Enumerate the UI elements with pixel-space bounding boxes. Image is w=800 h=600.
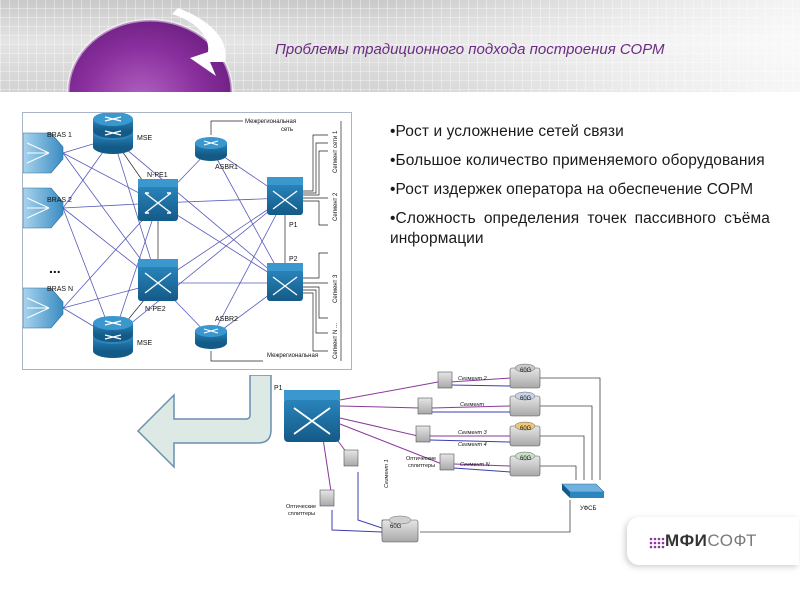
bullet-list: •Рост и усложнение сетей связи •Большое …	[390, 122, 770, 258]
bras-n-label: BRAS N	[47, 286, 73, 293]
bullet-item: •Большое количество применяемого оборудо…	[390, 152, 765, 169]
optical-splitters-2b-label: сплиттеры	[288, 511, 315, 517]
p2-label: P2	[289, 256, 298, 263]
device-60g-1-icon	[509, 363, 541, 389]
optical-splitters-1b-label: сплиттеры	[408, 463, 435, 469]
flow-arrow-icon	[136, 375, 272, 469]
p1-bottom-label: P1	[274, 385, 283, 392]
bras-1-label: BRAS 1	[47, 132, 72, 139]
network-diagram-top: BRAS 1 BRAS 2 BRAS N ... MSE MSE	[22, 112, 352, 370]
bottom-seg3-label: Сегмент 3	[458, 430, 488, 436]
segment-1-label: Сегмент сети 1	[333, 130, 339, 173]
mse-bottom-router-icon	[93, 316, 133, 358]
ellipsis-label: ...	[49, 260, 61, 276]
label-60g-4: 60G	[520, 456, 532, 462]
brand-dots-icon	[649, 537, 665, 549]
device-60g-3-icon	[509, 421, 541, 447]
bullet-item: •Рост и усложнение сетей связи	[390, 123, 624, 140]
npe2-label: N-PE2	[145, 306, 166, 313]
bras-1-icon	[22, 132, 64, 174]
device-60g-2-icon	[509, 391, 541, 417]
segment-3-label: Сегмент 3	[333, 274, 339, 303]
network-diagram-bottom: P1 60G 60G 60G 60	[270, 360, 610, 550]
asbr2-router-icon	[195, 325, 227, 349]
bras-2-icon	[22, 187, 64, 229]
segment-2-label: Сегмент 2	[333, 192, 339, 221]
bottom-seg4-label: Сегмент 4	[458, 442, 487, 448]
ufsb-switch-icon	[561, 483, 605, 498]
p1-label: P1	[289, 222, 298, 229]
brand-logo: МФИСОФТ	[665, 531, 757, 551]
slide-header: Проблемы традиционного подхода построени…	[0, 0, 800, 92]
brand-logo-part1: МФИ	[665, 531, 708, 550]
slide-title: Проблемы традиционного подхода построени…	[275, 41, 665, 58]
optical-splitters-2-label: Оптические	[286, 504, 316, 510]
device-60g-4-icon	[509, 451, 541, 477]
bras-n-icon	[22, 287, 64, 329]
npe2-switch-icon	[138, 259, 178, 301]
mse-bottom-label: MSE	[137, 340, 153, 347]
label-60g-2: 60G	[520, 396, 532, 402]
bras-2-label: BRAS 2	[47, 197, 72, 204]
segment-n-label: Сегмент N ...	[333, 323, 339, 359]
bottom-seg1-label: Сегмент 1	[384, 459, 390, 488]
bottom-seg-label: Сегмент	[460, 402, 485, 408]
asbr1-label: ASBR1	[215, 164, 238, 171]
p2-switch-icon	[267, 263, 303, 301]
label-60g-1: 60G	[520, 368, 532, 374]
mse-top-label: MSE	[137, 135, 153, 142]
label-60g-3: 60G	[520, 426, 532, 432]
p1-switch-icon	[284, 390, 340, 442]
label-60g-5: 60G	[390, 524, 402, 530]
interregional-bottom-label: Межрегиональная	[267, 353, 318, 359]
p1-switch-icon	[267, 177, 303, 215]
asbr2-label: ASBR2	[215, 316, 238, 323]
npe1-label: N-PE1	[147, 172, 168, 179]
interregional-top-label-2: сеть	[281, 127, 293, 133]
bullet-item: •Рост издержек оператора на обеспечение …	[390, 181, 754, 198]
optical-splitters-1-label: Оптические	[406, 456, 436, 462]
brand-logo-part2: СОФТ	[707, 531, 757, 550]
bullet-item: •Сложность определения точек пассивного …	[390, 210, 770, 247]
header-fade	[380, 0, 800, 92]
bottom-seg2-label: Сегмент 2	[458, 376, 487, 382]
mse-top-router-icon	[93, 112, 133, 154]
arrow-logo-icon	[66, 8, 234, 92]
bottom-segn-label: Сегмент N	[460, 462, 490, 468]
brand-badge: МФИСОФТ	[627, 517, 799, 565]
npe1-switch-icon	[138, 179, 178, 221]
interregional-top-label: Межрегиональная	[245, 119, 296, 125]
device-60g-5-icon	[381, 515, 419, 543]
ufsb-label: УФСБ	[580, 506, 597, 512]
asbr1-router-icon	[195, 137, 227, 161]
